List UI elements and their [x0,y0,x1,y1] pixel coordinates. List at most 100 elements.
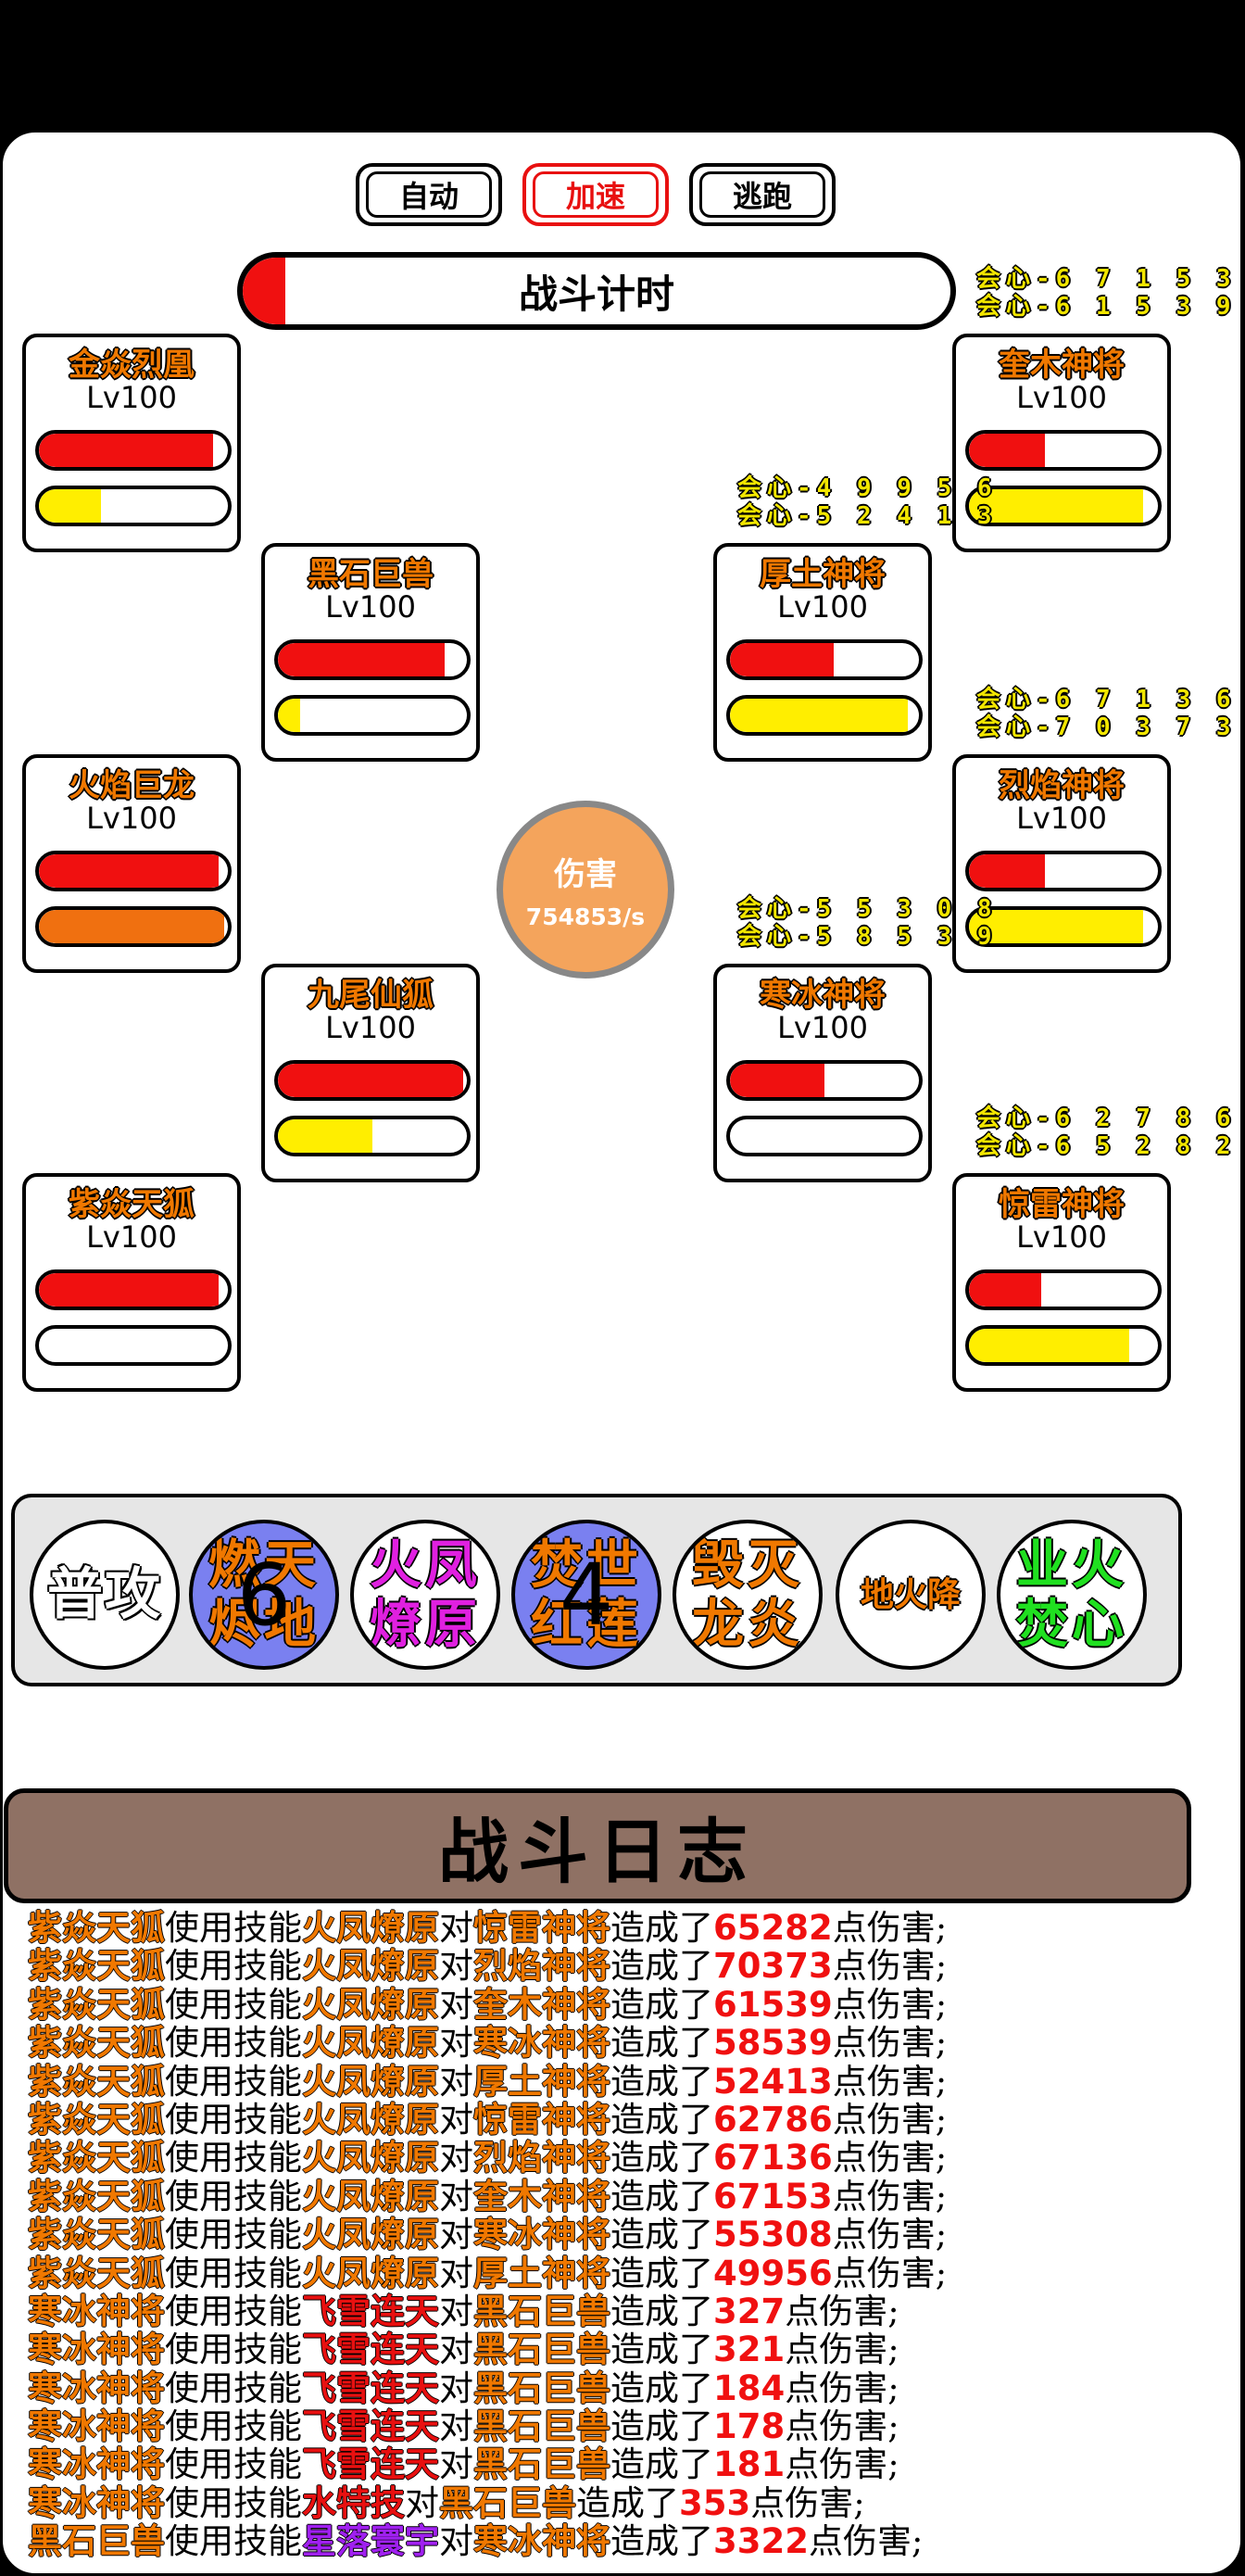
log-text: 使用技能 [165,2253,302,2293]
log-skill: 火凤燎原 [302,1983,439,2025]
skill-label: 焚世红莲 [531,1534,642,1655]
log-target: 黑石巨兽 [473,2290,610,2331]
log-line: 紫焱天狐使用技能火凤燎原对厚土神将造成了49956点伤害; [28,2254,1232,2292]
log-target: 烈焰神将 [473,1945,610,1987]
log-line: 紫焱天狐使用技能火凤燎原对惊雷神将造成了65282点伤害; [28,1908,1232,1948]
log-text: 使用技能 [165,2330,302,2370]
unit-hp-bar [35,1269,232,1310]
log-text: 造成了 [610,1946,713,1987]
log-source: 紫焱天狐 [28,2175,165,2216]
log-text: 造成了 [610,1984,713,2025]
auto-button-label: 自动 [366,171,492,218]
unit-level: Lv100 [325,1010,416,1045]
speed-button[interactable]: 加速 [522,163,669,226]
log-text: 对 [439,2099,473,2140]
log-target: 惊雷神将 [473,2098,610,2140]
crit-value: 会心-6 7 1 5 3 [976,265,1237,293]
unit-name: 黑石巨兽 [308,556,434,593]
log-skill: 火凤燎原 [302,2060,439,2102]
log-text: 使用技能 [165,1946,302,1987]
log-line: 寒冰神将使用技能飞雪连天对黑石巨兽造成了181点伤害; [28,2443,1232,2485]
log-damage: 353 [679,2482,751,2523]
log-source: 寒冰神将 [28,2481,165,2523]
log-damage: 3322 [713,2521,809,2562]
unit-hp-fill [730,1064,824,1097]
skill-button-1[interactable]: 普攻 [30,1520,180,1670]
unit-hp-fill [39,434,213,467]
log-text: 点伤害; [785,2406,899,2447]
crit-value: 会心-7 0 3 7 3 [976,713,1237,741]
auto-button[interactable]: 自动 [356,163,502,226]
unit-energy-bar [965,486,1162,526]
skill-button-3[interactable]: 火凤燎原 [350,1520,500,1670]
log-text: 使用技能 [165,1984,302,2025]
unit-hp-fill [39,854,219,888]
log-damage: 62786 [713,2099,833,2140]
log-source: 紫焱天狐 [28,2214,165,2255]
unit-energy-fill [969,910,1143,943]
log-text: 造成了 [610,2253,713,2293]
log-source: 紫焱天狐 [28,1983,165,2025]
log-text: 造成了 [610,1908,713,1948]
log-skill: 飞雪连天 [302,2443,439,2485]
log-target: 寒冰神将 [473,2022,610,2064]
log-skill: 飞雪连天 [302,2367,439,2408]
log-text: 对 [439,2253,473,2293]
unit-hp-bar [35,430,232,471]
battle-timer-bar: 战斗计时 [237,252,956,330]
log-text: 造成了 [610,2330,713,2370]
flee-button[interactable]: 逃跑 [689,163,836,226]
crit-value: 会心-6 2 7 8 6 [976,1105,1237,1132]
log-text: 点伤害; [785,2291,899,2331]
log-text: 使用技能 [165,2291,302,2331]
log-text: 对 [405,2482,439,2523]
skill-button-6[interactable]: 地火降 [836,1520,986,1670]
log-text: 对 [439,2406,473,2447]
log-text: 点伤害; [785,2330,899,2370]
log-damage: 181 [713,2444,786,2485]
log-line: 紫焱天狐使用技能火凤燎原对烈焰神将造成了67136点伤害; [28,2139,1232,2178]
log-source: 寒冰神将 [28,2329,165,2370]
unit-name: 厚土神将 [760,556,886,593]
log-text: 对 [439,1946,473,1987]
unit-energy-fill [278,1119,372,1153]
unit-energy-fill [278,699,301,732]
log-text: 点伤害; [808,2521,924,2562]
skill-button-5[interactable]: 毁灭龙炎 [673,1520,823,1670]
log-target: 寒冰神将 [473,2520,610,2562]
log-text: 造成了 [610,2444,713,2485]
unit-name: 烈焰神将 [999,767,1125,804]
crit-value: 会心-6 1 5 3 9 [976,293,1237,321]
log-line: 紫焱天狐使用技能火凤燎原对寒冰神将造成了55308点伤害; [28,2214,1232,2255]
log-target: 厚土神将 [473,2252,610,2293]
unit-energy-bar [35,906,232,947]
log-target: 黑石巨兽 [473,2406,610,2447]
log-text: 造成了 [576,2482,679,2523]
unit-energy-fill [39,910,224,943]
skill-cooldown: 6 [236,1545,292,1645]
skill-cooldown: 4 [559,1545,614,1645]
unit-name: 金焱烈凰 [69,347,195,384]
unit-energy-bar [965,906,1162,947]
log-text: 造成了 [610,2368,713,2408]
log-skill: 水特技 [302,2481,405,2523]
log-skill: 飞雪连天 [302,2329,439,2370]
unit-energy-fill [730,699,908,732]
log-text: 点伤害; [832,1984,948,2025]
log-text: 造成了 [610,2215,713,2255]
skill-button-7[interactable]: 业火焚心 [997,1520,1147,1670]
log-source: 紫焱天狐 [28,1945,165,1987]
